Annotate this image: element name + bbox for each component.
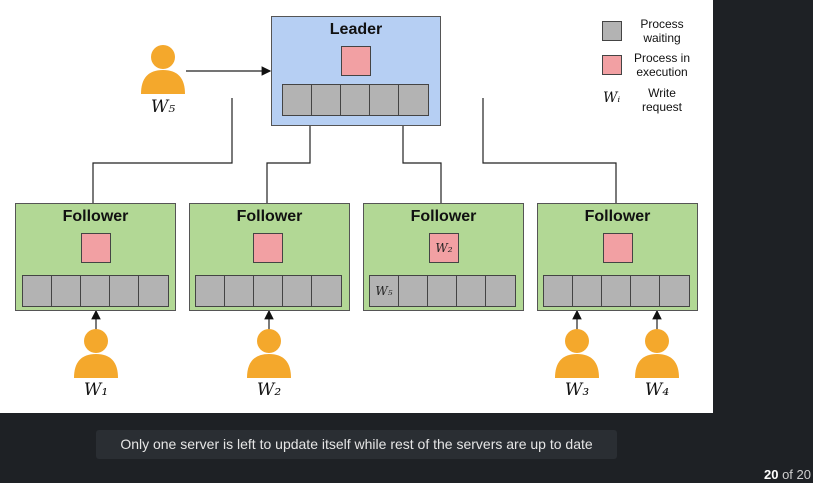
follower-queue xyxy=(22,275,169,307)
queue-cell xyxy=(312,85,341,115)
user-label-w5: W₅ xyxy=(150,97,176,117)
follower-node-3: Follower W₂ W₅ xyxy=(363,203,524,311)
user-icon-w3 xyxy=(555,329,599,378)
leader-title: Leader xyxy=(329,21,383,38)
user-icon-w1 xyxy=(74,329,118,378)
legend-execution-label: Process in execution xyxy=(633,51,691,79)
legend-execution-swatch xyxy=(602,55,622,75)
leader-queue xyxy=(282,84,429,116)
user-label-w1: W₁ xyxy=(83,380,109,400)
follower-queue xyxy=(195,275,342,307)
follower-title: Follower xyxy=(410,208,477,225)
user-icon-w4 xyxy=(635,329,679,378)
queue-cell: W₅ xyxy=(370,276,399,306)
user-label-w4: W₄ xyxy=(644,380,670,400)
leader-execution-slot xyxy=(341,46,371,76)
follower-node-2: Follower xyxy=(189,203,350,311)
queue-cell xyxy=(486,276,515,306)
slide-counter: 20 of 20 xyxy=(764,467,811,482)
slide-caption: Only one server is left to update itself… xyxy=(96,430,617,459)
user-label-w3: W₃ xyxy=(564,380,590,400)
queue-cell xyxy=(370,85,399,115)
queue-cell xyxy=(341,85,370,115)
queue-cell xyxy=(660,276,689,306)
queue-cell xyxy=(573,276,602,306)
queue-cell xyxy=(283,276,312,306)
current-slide: 20 xyxy=(763,467,779,482)
user-icon-w5 xyxy=(141,45,185,94)
queue-cell xyxy=(544,276,573,306)
follower-title: Follower xyxy=(62,208,129,225)
queue-cell xyxy=(52,276,81,306)
connector-lines xyxy=(74,45,679,378)
diagram-canvas: Leader Follower Follower xyxy=(0,0,713,413)
follower-execution-slot xyxy=(81,233,111,263)
queue-cell xyxy=(399,85,428,115)
leader-node: Leader xyxy=(271,16,441,126)
follower-title: Follower xyxy=(584,208,651,225)
user-icon-w2 xyxy=(247,329,291,378)
queue-cell xyxy=(457,276,486,306)
queue-cell xyxy=(81,276,110,306)
legend-waiting-label: Process waiting xyxy=(640,17,684,45)
user-label-w2: W₂ xyxy=(256,380,282,400)
queue-cell xyxy=(602,276,631,306)
follower-node-4: Follower xyxy=(537,203,698,311)
follower-title: Follower xyxy=(236,208,303,225)
queue-cell xyxy=(196,276,225,306)
queue-cell xyxy=(312,276,341,306)
queue-cell xyxy=(399,276,428,306)
queue-cell xyxy=(428,276,457,306)
follower-queue: W₅ xyxy=(369,275,516,307)
follower-execution-slot xyxy=(603,233,633,263)
legend-waiting-swatch xyxy=(602,21,622,41)
legend-write-symbol: Wᵢ xyxy=(603,90,621,106)
queue-cell xyxy=(225,276,254,306)
queue-cell xyxy=(283,85,312,115)
follower-node-1: Follower xyxy=(15,203,176,311)
follower-execution-slot: W₂ xyxy=(429,233,459,263)
follower-queue xyxy=(543,275,690,307)
legend-write-label: Write request xyxy=(641,86,683,114)
queue-cell xyxy=(139,276,168,306)
queue-cell xyxy=(110,276,139,306)
slide-total: of 20 xyxy=(782,467,811,482)
follower-execution-slot xyxy=(253,233,283,263)
queue-cell xyxy=(254,276,283,306)
queue-cell xyxy=(631,276,660,306)
queue-cell xyxy=(23,276,52,306)
